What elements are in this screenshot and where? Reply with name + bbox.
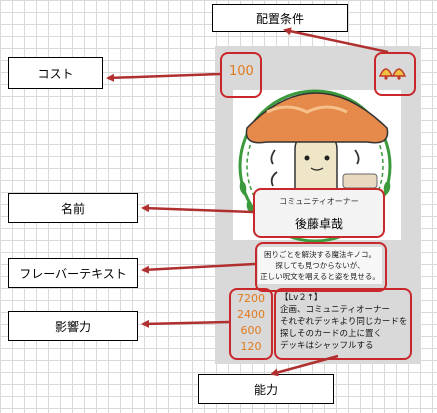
card-flavor-text: 困りごとを解決する魔法キノコ。 探しても見つからないが、 正しい呪文を唱えると姿…: [258, 247, 382, 284]
card-name: 後藤卓哉: [294, 217, 343, 231]
influence-value: 600: [240, 324, 262, 337]
ability-arrow: [270, 354, 339, 377]
cost-label: コスト: [8, 57, 103, 89]
flavor-label: フレーバーテキスト: [8, 258, 138, 288]
name-arrow: [141, 204, 254, 214]
card-title: コミュニティオーナー: [279, 197, 359, 206]
placement-highlight: [374, 52, 416, 96]
ability-line: 探しそのカードの上に置く: [280, 329, 383, 339]
influence-value: 7200: [237, 292, 265, 305]
cost-highlight: [220, 52, 262, 98]
flavor-arrow: [141, 262, 256, 274]
name-label: 名前: [8, 193, 138, 223]
placement-arrow: [283, 27, 389, 54]
placement-condition-icon: [378, 68, 407, 80]
ability-line: それぞれデッキより同じカードを: [280, 317, 408, 327]
influence-arrow: [141, 319, 230, 328]
placement-label: 配置条件: [212, 4, 348, 32]
influence-value: 2400: [237, 308, 265, 321]
ability-line: デッキはシャッフルする: [280, 341, 374, 351]
influence-value: 120: [240, 340, 262, 353]
flavor-line: 正しい呪文を唱えると姿を見せる。: [260, 272, 380, 281]
influence-highlight: [229, 288, 273, 360]
card-ability-text: 【Lv２↑】 企画、コミュニティオーナー それぞれデッキより同じカードを 探しそ…: [280, 292, 408, 352]
mushroom-icon: [245, 92, 389, 207]
ability-line: 【Lv２↑】: [280, 293, 323, 303]
card-artwork: [233, 89, 401, 243]
influence-label: 影響力: [8, 311, 138, 341]
flavor-highlight: [255, 242, 387, 292]
ability-label: 能力: [198, 374, 334, 404]
ability-line: 企画、コミュニティオーナー: [280, 305, 390, 315]
name-highlight: [253, 188, 385, 238]
card-cost: 100: [229, 64, 254, 79]
flavor-line: 困りごとを解決する魔法キノコ。: [264, 250, 376, 259]
cost-arrow: [106, 72, 221, 82]
name-panel: [255, 190, 383, 236]
flavor-line: 探しても見つからないが、: [275, 261, 365, 270]
ability-highlight: [274, 288, 412, 360]
